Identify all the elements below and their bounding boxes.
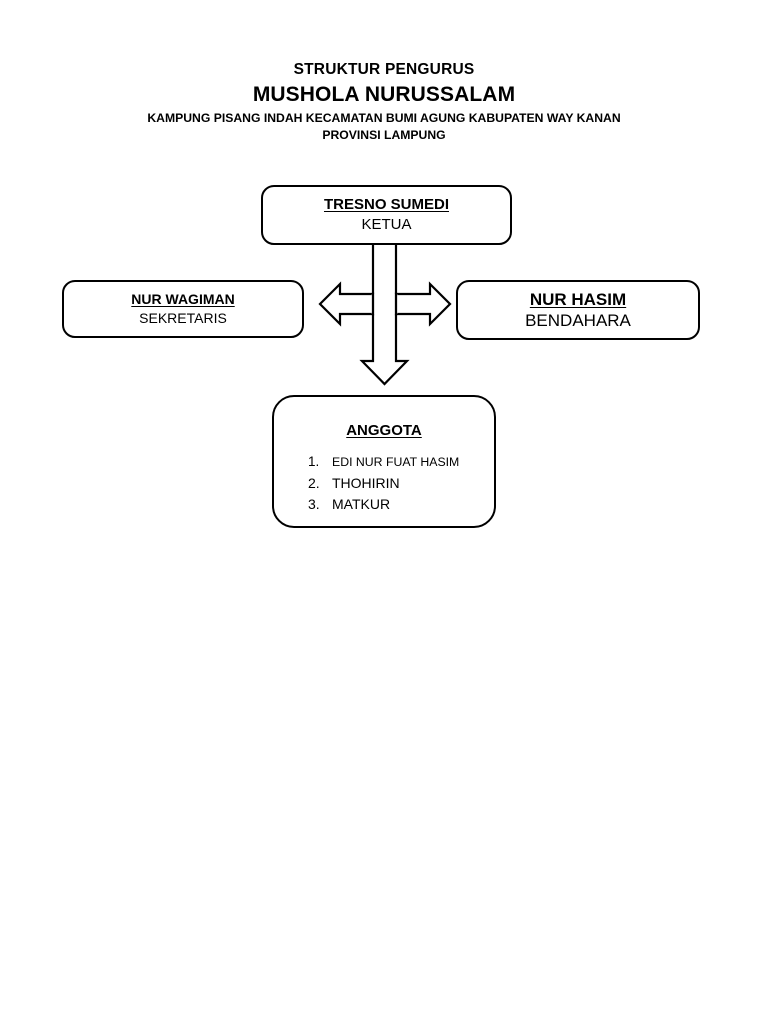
- subtitle-line-provinsi: PROVINSI LAMPUNG: [322, 128, 446, 142]
- node-bendahara-name: NUR HASIM: [529, 289, 627, 309]
- anggota-item-number: 1.: [308, 454, 320, 469]
- org-node-sekretaris[interactable]: NUR WAGIMAN SEKRETARIS: [62, 280, 304, 338]
- node-sekretaris-role: SEKRETARIS: [139, 310, 227, 326]
- title-line-mushola: MUSHOLA NURUSSALAM: [252, 83, 516, 106]
- subtitle-line-kampung: KAMPUNG PISANG INDAH KECAMATAN BUMI AGUN…: [147, 111, 621, 125]
- org-node-anggota[interactable]: ANGGOTA 1. EDI NUR FUAT HASIM 2. THOHIRI…: [272, 395, 496, 528]
- list-item: 1. EDI NUR FUAT HASIM: [308, 451, 459, 473]
- node-bendahara-role: BENDAHARA: [525, 310, 631, 330]
- node-sekretaris-name: NUR WAGIMAN: [131, 291, 235, 307]
- anggota-item-name: THOHIRIN: [332, 475, 400, 491]
- anggota-item-name: EDI NUR FUAT HASIM: [332, 455, 460, 469]
- node-anggota-title: ANGGOTA: [346, 422, 422, 439]
- list-item: 3. MATKUR: [308, 494, 459, 515]
- anggota-member-list: 1. EDI NUR FUAT HASIM 2. THOHIRIN 3. MAT…: [308, 451, 459, 515]
- node-ketua-name: TRESNO SUMEDI: [323, 196, 449, 213]
- org-node-ketua[interactable]: TRESNO SUMEDI KETUA: [261, 185, 512, 245]
- anggota-item-number: 3.: [308, 496, 320, 512]
- title-line-struktur: STRUKTUR PENGURUS: [293, 61, 475, 78]
- node-ketua-role: KETUA: [361, 216, 412, 233]
- down-arrow: [359, 243, 410, 386]
- org-node-bendahara[interactable]: NUR HASIM BENDAHARA: [456, 280, 700, 340]
- page-title: STRUKTUR PENGURUS MUSHOLA NURUSSALAM KAM…: [0, 60, 768, 144]
- anggota-item-name: MATKUR: [332, 496, 391, 512]
- anggota-item-number: 2.: [308, 475, 320, 491]
- cross-double-arrow-connector: [318, 243, 452, 386]
- list-item: 2. THOHIRIN: [308, 473, 459, 494]
